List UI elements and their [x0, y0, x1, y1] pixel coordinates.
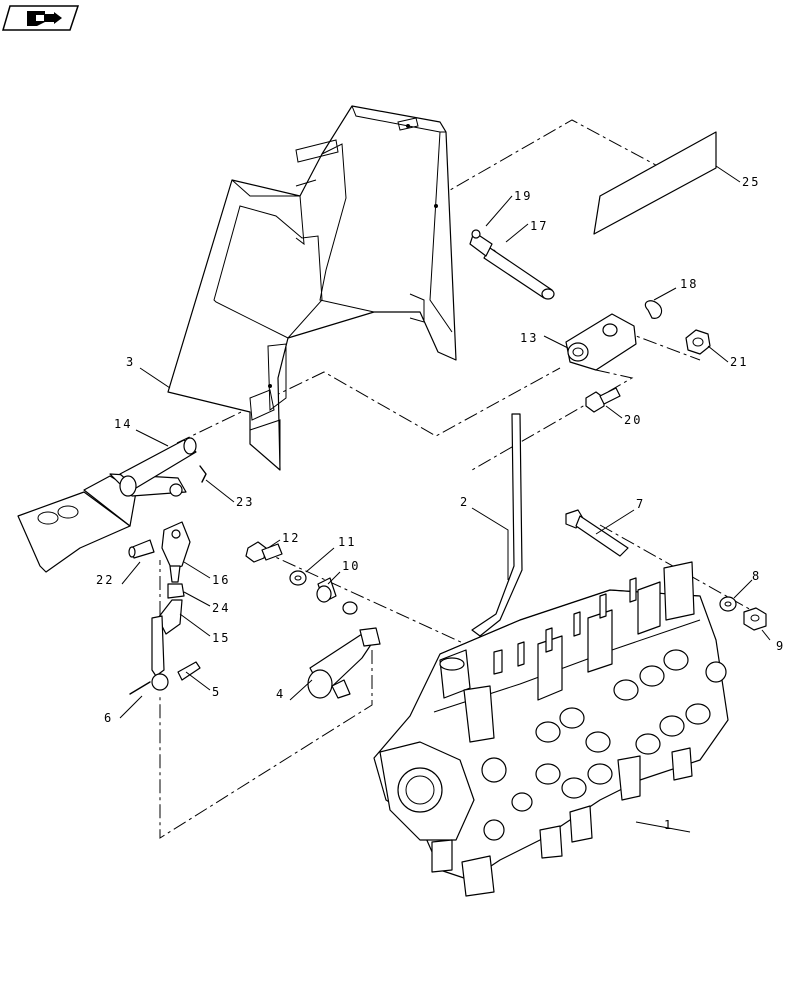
callout-21: 21 [730, 355, 748, 369]
callout-14: 14 [114, 417, 132, 431]
control-valve-1 [373, 561, 729, 897]
callout-16: 16 [212, 573, 230, 587]
rod-15 [151, 599, 183, 691]
callout-12: 12 [282, 531, 300, 545]
callout-18: 18 [680, 277, 698, 291]
nut-21 [685, 329, 711, 355]
valve-feet [431, 747, 693, 897]
clip-18 [644, 300, 663, 319]
callout-9: 9 [776, 639, 785, 653]
clevis-block-13 [565, 313, 637, 371]
callout-15: 15 [212, 631, 230, 645]
callout-7: 7 [636, 497, 645, 511]
callout-17: 17 [530, 219, 548, 233]
bolt-12 [245, 541, 283, 563]
callout-23: 23 [236, 495, 254, 509]
callout-13: 13 [520, 331, 538, 345]
pedal-bracket-14 [17, 437, 197, 573]
decal-25 [593, 131, 717, 235]
pin-23 [199, 465, 207, 483]
callout-25: 25 [742, 175, 760, 189]
callout-labels: 1 2 3 4 5 6 7 8 9 10 11 12 13 14 15 16 1… [96, 175, 785, 832]
control-rod-2 [471, 413, 523, 637]
callout-4: 4 [276, 687, 285, 701]
callout-8: 8 [752, 569, 761, 583]
callout-22: 22 [96, 573, 114, 587]
callout-3: 3 [126, 355, 135, 369]
pin-22 [128, 539, 155, 559]
washer-8 [719, 596, 737, 612]
nut-24 [167, 583, 185, 599]
callout-2: 2 [460, 495, 469, 509]
leader-lines [119, 165, 771, 833]
callout-10: 10 [342, 559, 360, 573]
spacer-10 [316, 577, 358, 615]
callout-24: 24 [212, 601, 230, 615]
callout-6: 6 [104, 711, 113, 725]
washer-11 [289, 570, 307, 586]
sensor-4 [307, 627, 381, 699]
cotter-6 [129, 681, 151, 695]
callout-20: 20 [624, 413, 642, 427]
cylinder-17 [469, 229, 555, 300]
valve-ports [481, 649, 727, 841]
cover-shield [167, 105, 457, 471]
bolt-7 [565, 509, 629, 557]
callout-5: 5 [212, 685, 221, 699]
pin-5 [177, 661, 201, 681]
callout-1: 1 [664, 818, 673, 832]
bolt-20 [585, 387, 621, 413]
callout-11: 11 [338, 535, 356, 549]
clevis-16 [161, 521, 191, 583]
nut-9 [743, 607, 767, 631]
bookmark-arrow-icon[interactable] [2, 5, 80, 31]
callout-19: 19 [514, 189, 532, 203]
spool-caps [493, 561, 695, 701]
